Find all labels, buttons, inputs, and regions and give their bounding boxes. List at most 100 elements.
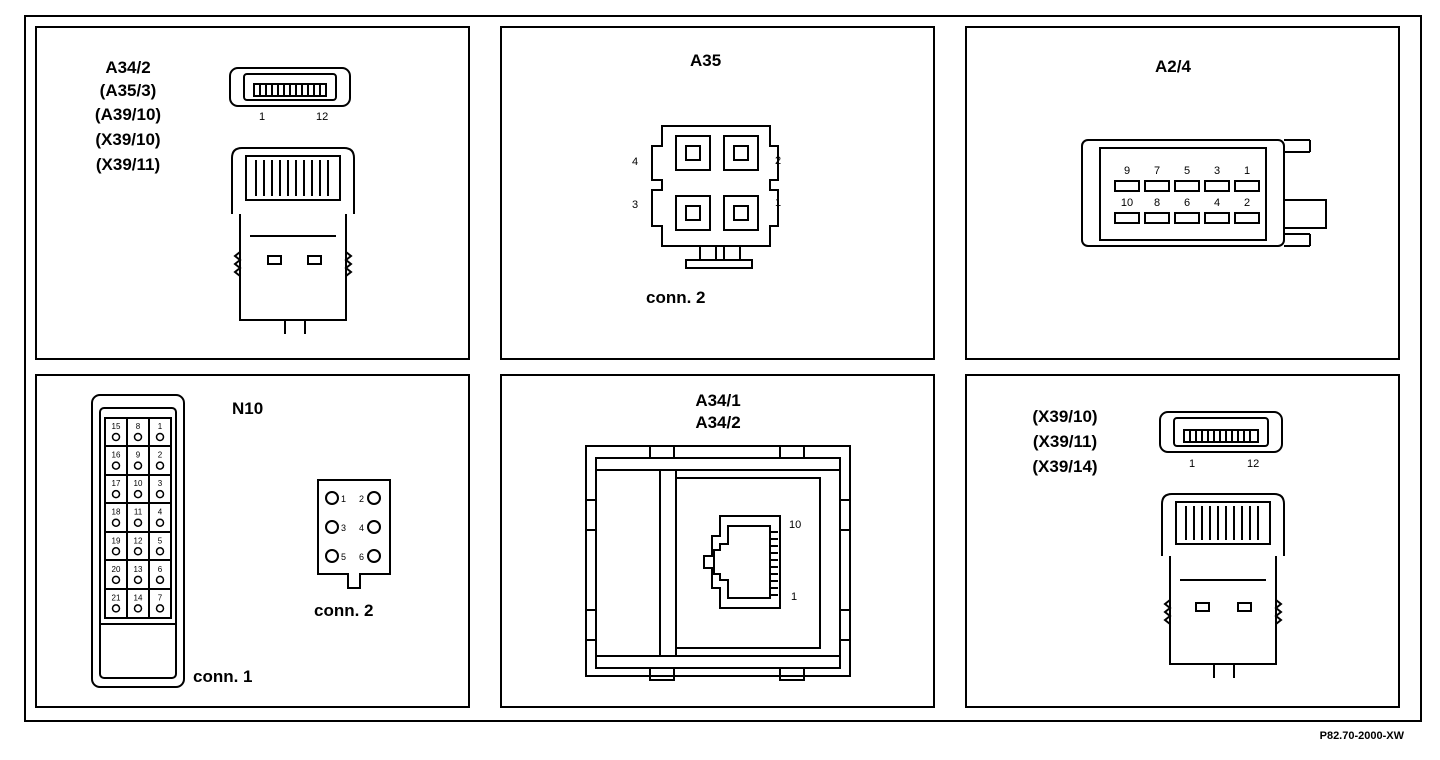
panel3-pin-9: 9 [1124,165,1130,177]
panel1-flat-connector [229,67,351,107]
panel5-pin-10: 10 [789,519,801,531]
conn1-pin-number: 13 [134,565,143,574]
conn1-pin-socket [133,547,143,556]
panel-a34-1-a34-2-connector [500,374,935,708]
panel2-connector-body [651,125,779,269]
panel6-label-1: (X39/10) [1032,407,1098,426]
conn1-pin-number: 16 [112,451,121,460]
panel3-pin-2: 2 [1244,197,1250,209]
conn1-pin-socket [155,604,165,613]
panel3-pin-8: 8 [1154,197,1160,209]
conn1-pin-socket [111,518,121,527]
conn2-pin-number: 2 [359,494,364,504]
conn1-pin-number: 2 [158,451,163,460]
conn1-pin-socket [111,604,121,613]
conn1-pin-socket [155,547,165,556]
panel6-label-2: (X39/11) [1032,432,1098,451]
diagram-frame [24,15,1422,722]
conn1-pin-socket [155,432,165,442]
panel3-pin-10: 10 [1121,197,1133,209]
conn2-pin-socket [367,491,381,505]
panel3-pin-1: 1 [1244,165,1250,177]
panel1-pin-last: 12 [316,111,328,123]
panel5-pin-1: 1 [791,591,797,603]
figure-code: P82.70-2000-XW [1319,730,1404,742]
panel2-title: A35 [690,51,722,70]
conn1-pin-socket [133,489,143,499]
panel4-conn1-caption: conn. 1 [193,667,253,686]
panel4-conn1-body [91,394,185,688]
conn1-pin-socket [111,432,121,442]
conn1-pin-number: 6 [158,565,163,574]
conn1-pin-number: 18 [112,508,121,517]
conn1-pin-socket [111,575,121,585]
panel1-label-1: A34/2 [105,58,151,77]
panel1-label-3: (A39/10) [94,105,162,124]
conn1-pin-socket [133,461,143,470]
panel2-pin-2: 2 [775,155,781,167]
conn1-pin-socket [133,575,143,585]
panel1-label-2: (A35/3) [99,81,157,100]
conn2-pin-number: 3 [341,523,346,533]
conn1-pin-number: 11 [134,508,143,517]
conn1-pin-number: 9 [136,451,141,460]
panel-a2-4-connector [965,26,1400,360]
conn1-pin-socket [133,518,143,527]
conn1-pin-number: 7 [158,593,163,602]
conn1-pin-number: 4 [158,508,163,517]
conn1-pin-socket [111,547,121,556]
panel4-conn2-caption: conn. 2 [314,601,374,620]
conn2-pin-number: 5 [341,552,346,562]
panel3-connector-body [1081,139,1327,247]
conn2-pin-socket [367,549,381,563]
conn1-pin-socket [133,432,143,442]
conn1-pin-number: 12 [134,536,143,545]
panel2-pin-3: 3 [632,199,638,211]
conn1-pin-socket [111,489,121,499]
conn2-pin-socket [325,549,339,563]
conn2-pin-number: 6 [359,552,364,562]
conn2-pin-number: 4 [359,523,364,533]
conn1-pin-socket [133,604,143,613]
panel5-label-2: A34/2 [695,413,741,432]
panel4-title: N10 [232,399,264,418]
panel-a35-connector [500,26,935,360]
conn1-pin-number: 19 [112,536,121,545]
panel4-conn2-body [317,479,391,589]
conn2-pin-socket [325,520,339,534]
conn1-pin-number: 5 [158,536,163,545]
panel1-label-4: (X39/10) [95,130,161,149]
conn1-pin-socket [155,461,165,470]
panel2-caption: conn. 2 [646,288,706,307]
conn2-pin-socket [367,520,381,534]
conn1-pin-number: 8 [136,422,141,431]
panel-x39-connector [965,374,1400,708]
panel6-pin-first: 1 [1189,458,1195,470]
conn1-pin-number: 20 [112,565,121,574]
panel3-title: A2/4 [1155,57,1191,76]
conn1-pin-socket [155,489,165,499]
panel6-flat-connector [1159,411,1283,453]
panel5-label-1: A34/1 [695,391,741,410]
panel3-pin-5: 5 [1184,165,1190,177]
conn1-pin-socket [111,461,121,470]
conn1-pin-number: 1 [158,422,163,431]
conn1-pin-number: 10 [134,479,143,488]
conn1-pin-socket [155,518,165,527]
conn1-pin-socket [155,575,165,585]
panel1-plug-side [231,147,355,334]
conn1-pin-number: 14 [134,593,143,602]
conn1-pin-number: 15 [112,422,121,431]
conn1-pin-number: 17 [112,479,121,488]
panel-a34-2-connector [35,26,470,360]
panel-n10-connectors [35,374,470,708]
panel6-plug-side [1161,493,1285,678]
conn2-pin-number: 1 [341,494,346,504]
